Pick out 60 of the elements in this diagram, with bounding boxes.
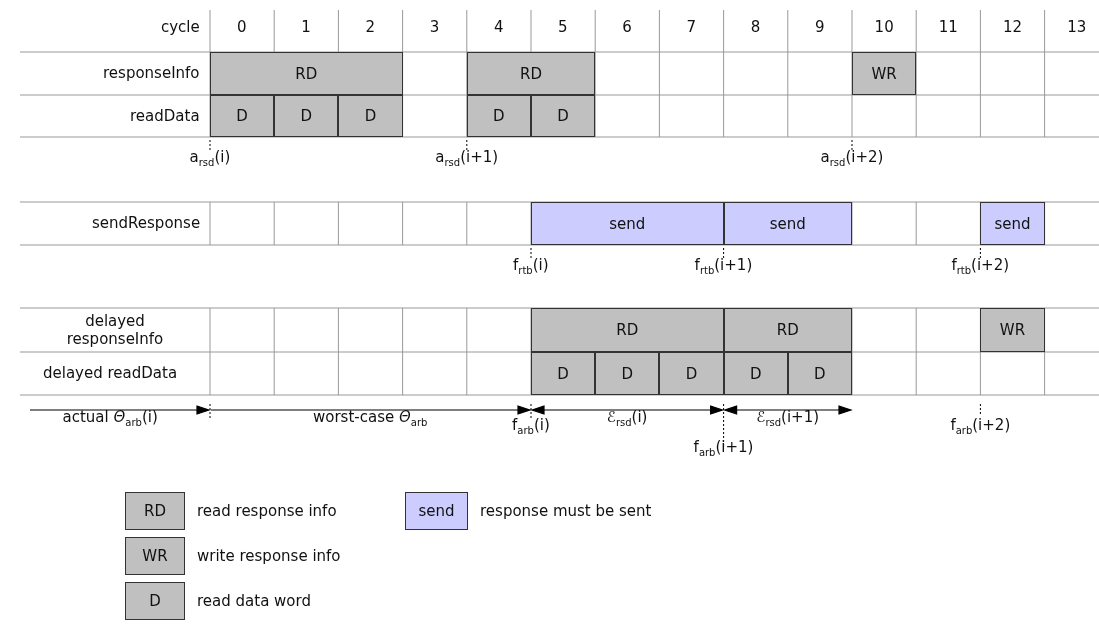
- signal-name: readData: [130, 107, 200, 125]
- cycle-number: 10: [874, 18, 894, 36]
- time-marker: f$_{rtb}$(i+1): [694, 256, 753, 278]
- cycle-number: 0: [237, 18, 247, 36]
- cycle-number: 5: [558, 18, 568, 36]
- signal-name: delayed readData: [43, 364, 178, 382]
- time-marker: f$_{arb}$(i): [512, 416, 550, 438]
- time-marker: f$_{arb}$(i+1): [693, 438, 754, 460]
- time-marker: a$_{rsd}$(i+2): [820, 148, 884, 170]
- signal-block: WR: [852, 52, 917, 95]
- signal-block: D: [595, 352, 660, 395]
- signal-block: D: [723, 352, 788, 395]
- legend-text: response must be sent: [480, 502, 652, 520]
- signal-block: D: [466, 95, 531, 137]
- interval-label: worst-case Θ$_{arb}$: [313, 408, 428, 430]
- signal-block: RD: [466, 52, 596, 95]
- cycle-number: 4: [493, 18, 504, 36]
- cycle-number: 3: [429, 18, 440, 36]
- signal-block: RD: [210, 52, 403, 95]
- signal-block: D: [531, 352, 596, 395]
- legend-text: write response info: [197, 547, 341, 565]
- cycle-number: 9: [814, 18, 825, 36]
- send-block: send: [980, 202, 1045, 245]
- cycle-number: 13: [1067, 18, 1087, 36]
- signal-name: responseInfo: [103, 64, 200, 82]
- signal-block: D: [659, 352, 724, 395]
- cycle-number: 11: [938, 18, 958, 36]
- send-block: send: [531, 202, 724, 245]
- signal-block: D: [210, 95, 275, 137]
- signal-block: D: [531, 95, 596, 137]
- cycle-number: 7: [686, 18, 697, 36]
- time-marker: f$_{rtb}$(i): [513, 256, 549, 278]
- legend-swatch: D: [125, 582, 185, 620]
- legend-text: read response info: [197, 502, 337, 520]
- cycle-number: 12: [1003, 18, 1023, 36]
- time-marker: f$_{arb}$(i+2): [950, 416, 1011, 438]
- legend-swatch: RD: [125, 492, 185, 530]
- signal-name: delayed responseInfo: [65, 312, 165, 348]
- legend-text: read data word: [197, 592, 311, 610]
- cycle-number: 1: [301, 18, 311, 36]
- legend-swatch: send: [405, 492, 468, 530]
- row-header: cycle: [161, 18, 200, 36]
- legend-swatch: WR: [125, 537, 185, 575]
- cycle-number: 8: [750, 18, 761, 36]
- cycle-number: 2: [365, 18, 376, 36]
- cycle-number: 6: [622, 18, 632, 36]
- time-marker: a$_{rsd}$(i): [189, 148, 231, 170]
- signal-block: WR: [980, 308, 1045, 352]
- signal-block: D: [274, 95, 339, 137]
- signal-block: RD: [723, 308, 852, 352]
- signal-block: D: [338, 95, 403, 137]
- time-marker: f$_{rtb}$(i+2): [951, 256, 1010, 278]
- signal-block: RD: [531, 308, 724, 352]
- time-marker: a$_{rsd}$(i+1): [435, 148, 499, 170]
- interval-label: actual Θ$_{arb}$(i): [62, 408, 158, 430]
- signal-name: sendResponse: [92, 214, 201, 232]
- signal-block: D: [787, 352, 852, 395]
- interval-label: ℰ$_{rsd}$(i): [606, 408, 648, 430]
- send-block: send: [723, 202, 852, 245]
- interval-label: ℰ$_{rsd}$(i+1): [756, 408, 820, 430]
